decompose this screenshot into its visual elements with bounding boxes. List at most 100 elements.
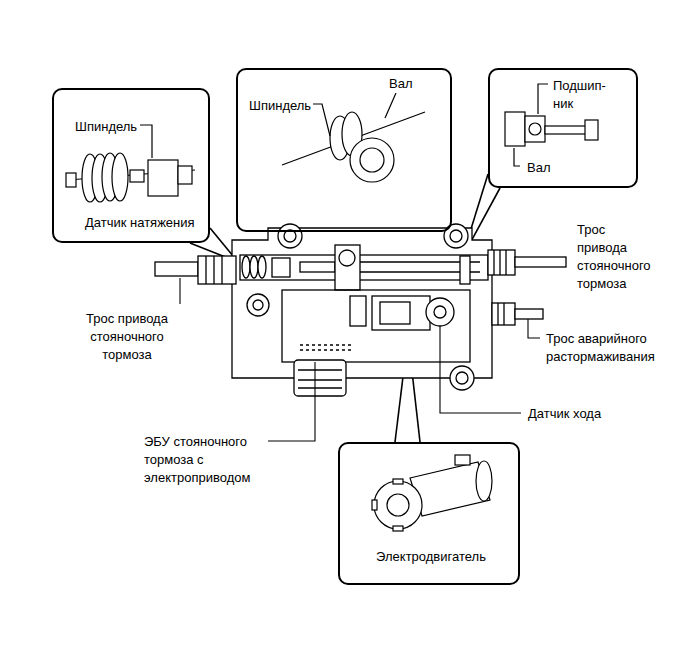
text-slot: Шпиндель [74,118,138,136]
motor-inset-art [455,455,470,465]
spindle-inset-art [178,166,192,184]
bearing-inset-art [529,123,541,135]
parking-cable [198,256,236,284]
bearing-inset-art [525,116,545,142]
inset-callout-box: Электродвигатель [338,442,520,585]
parking-cable [493,250,494,275]
release-cable [503,303,504,325]
parking-cable [155,250,566,284]
part-label: Шпиндель [248,97,312,115]
part-label: Датчик хода [527,405,602,423]
actuator-housing [380,302,410,324]
text-slot: Вал [388,75,414,93]
actuator-housing [253,300,263,310]
part-label: Вал [388,75,414,93]
release-cable [515,309,543,319]
motor-inset-art [476,461,492,501]
actuator-housing [272,258,290,277]
part-label: Электродвигатель [375,548,487,566]
text-slot: Шпиндель [248,97,312,115]
label-slot: Трос привода стояночного тормоза [68,310,186,364]
actuator-housing [335,245,360,290]
release-cable [497,303,498,325]
inset-callout-box: ШпиндельДатчик натяжения [52,88,210,243]
motor-inset-art [387,494,409,516]
part-label: Трос привода стояночного тормоза [576,221,652,293]
actuator-housing [282,290,470,362]
parking-cable [499,250,500,275]
motor-inset-art [372,455,492,531]
actuator-housing [434,306,446,318]
release-cable [492,303,515,325]
leader-line [440,326,521,413]
label-slot: Трос привода стояночного тормоза [576,221,652,293]
inset-callout-box: ВалШпиндель [236,68,452,232]
bearing-inset-art [538,84,548,114]
part-label: Вал [526,159,552,177]
label-slot: Трос аварийного растормаживания [545,330,670,366]
spindle-inset-art [66,125,195,202]
parking-cable [205,256,206,284]
spindle-inset-art [148,160,178,196]
spindle-inset-art [66,173,76,187]
spindle-inset-art [140,125,152,158]
text-slot: Электродвигатель [375,548,487,566]
shaft-inset-art [350,138,394,182]
actuator-housing [278,224,302,248]
parking-cable [213,256,214,284]
actuator-housing [294,360,346,396]
part-label: Подшип- ник [552,77,607,113]
actuator-housing [298,387,342,388]
actuator-housing [298,379,342,380]
part-label: ЭБУ стояночного тормоза с электроприводо… [143,433,268,487]
actuator-housing [426,298,454,326]
bearing-inset-art [585,120,598,140]
actuator-housing [300,345,351,350]
actuator-housing [456,372,468,384]
inset-callout-box: Подшип- никВал [488,68,638,188]
actuator-housing [450,230,462,242]
leader-line [179,278,180,304]
part-label: Трос аварийного растормаживания [545,330,670,366]
release-cable [492,303,543,325]
motor-inset-art [372,500,377,510]
shaft-inset-art [385,93,396,118]
shaft-inset-art [313,104,330,136]
actuator-housing [460,256,470,284]
text-slot: Датчик натяжения [84,214,196,232]
actuator-housing [372,296,430,330]
actuator-housing [232,228,492,378]
part-label: Шпиндель [74,118,138,136]
label-slot: ЭБУ стояночного тормоза с электроприводо… [143,433,268,487]
parking-cable [488,250,515,275]
actuator-housing [247,294,269,316]
part-label: Трос привода стояночного тормоза [68,310,186,364]
parking-cable [505,250,506,275]
leader-line [256,362,315,441]
leader-line [180,278,540,441]
bearing-inset-art [545,126,587,134]
shaft-inset-art [360,148,384,172]
actuator-housing [240,255,488,280]
leader-line [528,319,540,338]
text-slot: Вал [526,159,552,177]
motor-inset-art [374,481,422,529]
actuator-housing [339,250,355,266]
actuator-housing [242,256,250,278]
parking-cable [155,262,198,276]
actuator-housing [444,224,468,248]
part-label: Датчик натяжения [84,214,196,232]
actuator-housing [232,224,492,396]
spindle-inset-art [112,153,128,201]
bearing-inset-art [514,148,520,166]
spindle-inset-art [130,170,144,182]
actuator-housing [298,369,342,370]
actuator-housing [250,256,258,278]
text-slot: Подшип- ник [552,77,607,113]
actuator-housing [450,366,474,390]
motor-inset-art [393,526,403,531]
actuator-housing [300,262,335,272]
label-slot: Датчик хода [527,405,602,423]
parking-cable [221,256,222,284]
motor-inset-art [393,479,403,484]
